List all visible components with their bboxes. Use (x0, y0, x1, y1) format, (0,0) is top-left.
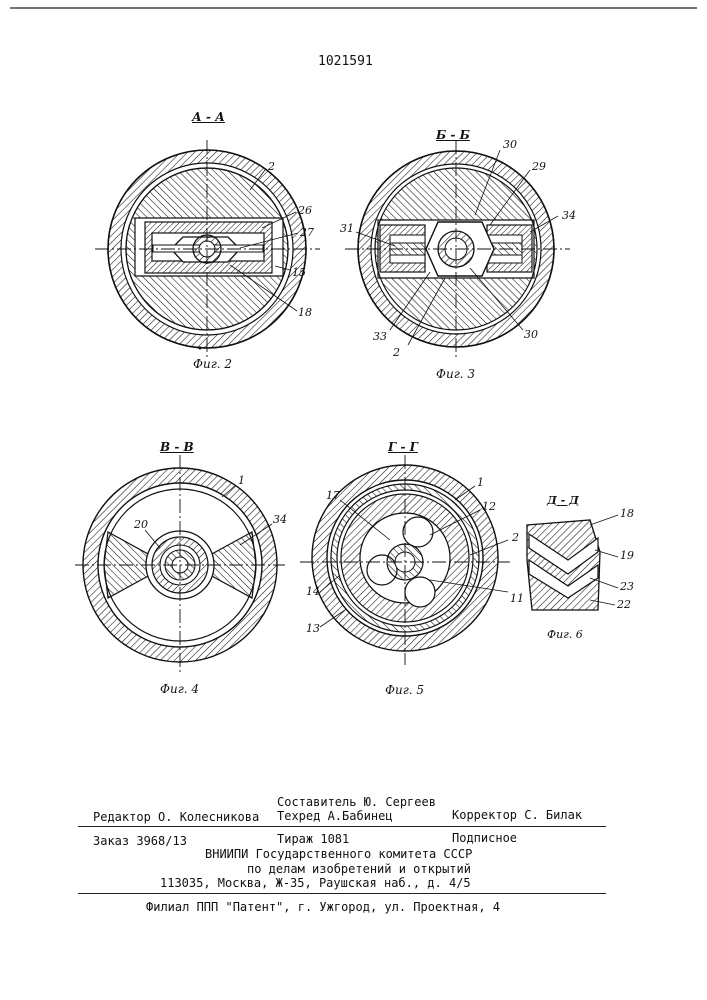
fig5-label: 2 (512, 531, 519, 544)
imprint-order: Заказ 3968/13 (93, 834, 187, 848)
fig6-caption: Фиг. 6 (547, 628, 583, 641)
fig2-caption: Фиг. 2 (193, 357, 232, 371)
fig6-label: 18 (620, 507, 634, 520)
fig6-label: 19 (620, 549, 634, 562)
fig3-label: 29 (532, 160, 546, 173)
imprint-org-line1: ВНИИПИ Государственного комитета СССР (205, 847, 472, 861)
fig5-label: 13 (306, 622, 320, 635)
figure-3-drawing (345, 140, 570, 360)
imprint-compiler: Составитель Ю. Сергеев (277, 795, 436, 809)
fig3-section-title: Б - Б (436, 128, 470, 142)
fig5-section-title: Г - Г (388, 440, 418, 454)
fig2-label: 2 (268, 160, 275, 173)
fig6-label: 23 (620, 580, 634, 593)
imprint-branch: Филиал ППП "Патент", г. Ужгород, ул. Про… (146, 900, 500, 914)
fig4-label: 1 (238, 474, 245, 487)
fig3-label: 2 (393, 346, 400, 359)
fig5-label: 12 (482, 500, 496, 513)
fig3-label: 30 (503, 138, 517, 151)
figure-2-drawing (95, 140, 320, 360)
imprint-org-line2: по делам изобретений и открытий (247, 862, 471, 876)
patent-number: 1021591 (318, 54, 373, 69)
fig3-caption: Фиг. 3 (436, 367, 475, 381)
fig4-section-title: В - В (160, 440, 194, 454)
fig6-label: 22 (617, 598, 631, 611)
fig3-label: 31 (340, 222, 354, 235)
imprint-tech-editor: Техред А.Бабинец (277, 809, 393, 823)
imprint-divider (78, 893, 606, 894)
fig2-label: 27 (300, 226, 314, 239)
imprint-address: 113035, Москва, Ж-35, Раушская наб., д. … (160, 876, 471, 890)
fig6-section-title: Д - Д (547, 494, 579, 507)
fig4-caption: Фиг. 4 (160, 682, 199, 696)
fig4-label: 20 (134, 518, 148, 531)
fig3-label: 33 (373, 330, 387, 343)
fig2-label: 15 (292, 266, 306, 279)
fig2-section-title: А - А (192, 110, 225, 124)
fig5-label: 11 (510, 592, 524, 605)
fig2-label: 18 (298, 306, 312, 319)
fig4-label: 34 (273, 513, 287, 526)
fig5-label: 14 (306, 585, 320, 598)
fig3-label: 34 (562, 209, 576, 222)
fig5-label: 17 (326, 489, 340, 502)
imprint-editor: Редактор О. Колесникова (93, 810, 259, 824)
figure-6-drawing (527, 515, 618, 610)
fig3-label: 30 (524, 328, 538, 341)
fig5-caption: Фиг. 5 (385, 683, 424, 697)
imprint-subscription: Подписное (452, 831, 517, 845)
figure-4-drawing (75, 455, 285, 675)
fig2-label: 26 (298, 204, 312, 217)
fig5-label: 1 (477, 476, 484, 489)
imprint-divider (78, 826, 606, 827)
imprint-print-run: Тираж 1081 (277, 832, 349, 846)
imprint-proofreader: Корректор С. Билак (452, 808, 582, 822)
